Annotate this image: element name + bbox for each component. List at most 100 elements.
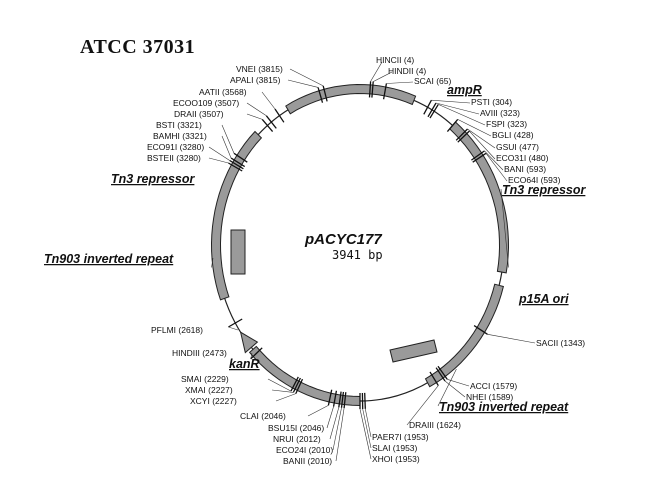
site-leader [246, 113, 263, 120]
site-leader [431, 99, 471, 104]
site-leader [469, 130, 496, 160]
site-label: SLAI (1953) [372, 443, 418, 453]
site-leader [287, 79, 319, 88]
feature-label-tn903-left: Tn903 inverted repeat [44, 252, 174, 266]
site-label: CLAI (2046) [240, 411, 286, 421]
arc-p15a [424, 283, 505, 388]
site-tick [371, 81, 374, 98]
site-label: BSTI (3321) [156, 120, 202, 130]
site-label: NHEI (1589) [466, 392, 513, 402]
site-tick [292, 377, 301, 393]
arc-tn3-right [449, 121, 510, 274]
site-label: PFLMI (2618) [151, 325, 203, 335]
site-leader [307, 405, 329, 417]
site-leader [406, 385, 439, 426]
site-label: XHOI (1953) [372, 454, 420, 464]
feature-leader [211, 257, 214, 268]
site-label: BAMHI (3321) [153, 131, 207, 141]
site-tick [233, 152, 248, 163]
feature-label-ampr: ampR [447, 83, 482, 97]
site-tick [290, 376, 299, 392]
site-label: ACCI (1579) [470, 381, 517, 391]
site-label: APALI (3815) [230, 75, 281, 85]
site-leader [370, 61, 383, 82]
site-tick [338, 391, 342, 408]
feature-labels: ampR Tn3 repressor p15A ori Tn903 invert… [44, 83, 587, 414]
site-label: HINDIII (2473) [172, 348, 227, 358]
site-leader [362, 408, 372, 449]
site-label: DRAII (3507) [174, 109, 224, 119]
site-leader [267, 378, 292, 392]
site-leader [444, 380, 466, 398]
site-leader [228, 326, 239, 331]
site-leader [246, 102, 267, 117]
site-tick [327, 389, 333, 406]
site-leader [329, 407, 340, 440]
site-tick [382, 83, 388, 100]
site-tick [274, 108, 285, 123]
plasmid-name: pACYC177 [304, 231, 382, 248]
site-tick [457, 130, 470, 143]
site-leader [373, 71, 393, 82]
site-leader [487, 334, 536, 344]
site-tick [472, 152, 487, 163]
site-leader [221, 135, 232, 159]
feature-leader [500, 188, 509, 268]
arc-ampr [285, 83, 417, 115]
site-label: GSUI (477) [496, 142, 539, 152]
inner-ir-box-right [389, 339, 438, 363]
site-label: ECO24I (2010) [276, 445, 333, 455]
feature-leader [437, 368, 457, 407]
site-label: PAER7I (1953) [372, 432, 429, 442]
strain-header: ATCC 37031 [80, 36, 196, 58]
inner-ir-box-left [230, 229, 246, 275]
site-label: ECO64I (593) [508, 175, 561, 185]
arc-kanr [248, 345, 361, 407]
feature-label-tn3-right: Tn3 repressor [502, 183, 587, 197]
site-label: FSPI (323) [486, 119, 527, 129]
site-leaders [208, 61, 536, 462]
site-tick [364, 392, 366, 409]
site-tick [368, 81, 372, 98]
site-leader [275, 393, 296, 402]
site-tick [471, 150, 485, 161]
site-tick [228, 318, 243, 328]
site-tick [332, 390, 338, 407]
site-label: SCAI (65) [414, 76, 451, 86]
site-leader [250, 352, 253, 359]
site-label: DRAIII (1624) [409, 420, 461, 430]
site-tick [230, 157, 246, 168]
site-label: ECO91I (3280) [147, 142, 204, 152]
site-tick [343, 392, 347, 409]
site-tick [229, 159, 244, 170]
site-tick [250, 347, 263, 360]
feature-label-kanr: kanR [229, 357, 260, 371]
site-label: HINCII (4) [376, 55, 414, 65]
site-leader [435, 102, 480, 115]
feature-label-tn903-right: Tn903 inverted repeat [439, 400, 569, 414]
site-leader [359, 408, 372, 460]
site-leader [332, 407, 342, 451]
site-tick [228, 162, 243, 172]
site-tick [446, 118, 459, 133]
site-tick [427, 102, 437, 118]
site-leader [326, 406, 334, 429]
site-labels: HINCII (4) HINDII (4) SCAI (65) PSTI (30… [147, 55, 585, 466]
site-label: HINDII (4) [388, 66, 426, 76]
site-tick [317, 87, 324, 103]
site-leader [365, 408, 372, 438]
site-tick [261, 118, 274, 133]
site-leader [386, 81, 414, 84]
site-tick [429, 104, 439, 119]
site-tick [429, 371, 439, 386]
site-leader [261, 91, 276, 110]
site-tick [265, 115, 277, 129]
site-leader [208, 157, 229, 164]
site-tick [455, 128, 468, 141]
site-label: BSTEII (3280) [147, 153, 201, 163]
feature-label-p15a-ori: p15A ori [518, 292, 569, 306]
site-label: VNEI (3815) [236, 64, 283, 74]
site-leader [457, 119, 492, 137]
